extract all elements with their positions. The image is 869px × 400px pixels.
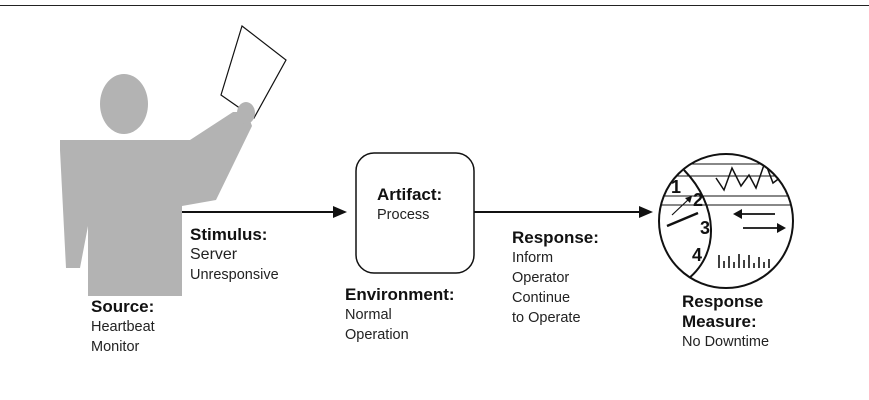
- artifact-label: Artifact: Process: [377, 185, 442, 225]
- top-rule: [0, 5, 869, 6]
- source-line-1: Heartbeat: [91, 319, 155, 335]
- stimulus-line-1: Server: [190, 246, 238, 263]
- response-measure-label: Response Measure: No Downtime: [682, 292, 769, 352]
- response-line-2: Operator: [512, 270, 570, 286]
- response-line-4: to Operate: [512, 310, 581, 326]
- stimulus-label: Stimulus: Server Unresponsive: [190, 225, 279, 285]
- response-measure-heading-2: Measure:: [682, 312, 757, 331]
- gauge-number-3: 3: [700, 218, 710, 238]
- response-arrow: [474, 206, 653, 218]
- person-icon: [60, 74, 252, 296]
- source-heading: Source:: [91, 297, 155, 316]
- response-label: Response: Inform Operator Continue to Op…: [512, 228, 599, 328]
- gauge-icon: 1 2 3 4: [658, 153, 794, 289]
- response-measure-heading-1: Response: [682, 292, 764, 311]
- response-line-3: Continue: [512, 290, 571, 306]
- response-line-1: Inform: [512, 250, 554, 266]
- response-measure-line-1: No Downtime: [682, 334, 770, 350]
- stimulus-heading: Stimulus:: [190, 225, 268, 244]
- stimulus-line-2: Unresponsive: [190, 267, 279, 283]
- source-label: Source: Heartbeat Monitor: [91, 297, 155, 357]
- gauge-number-2: 2: [693, 190, 703, 210]
- environment-line-1: Normal: [345, 307, 392, 323]
- source-line-2: Monitor: [91, 339, 140, 355]
- environment-label: Environment: Normal Operation: [345, 285, 455, 345]
- gauge-number-1: 1: [671, 177, 681, 197]
- environment-heading: Environment:: [345, 285, 455, 304]
- gauge-number-4: 4: [692, 245, 702, 265]
- hand-icon: [237, 102, 255, 124]
- stimulus-arrow: [182, 206, 347, 218]
- environment-line-2: Operation: [345, 327, 409, 343]
- artifact-line-1: Process: [377, 207, 430, 223]
- paper-icon: [220, 24, 287, 119]
- artifact-heading: Artifact:: [377, 185, 443, 204]
- response-heading: Response:: [512, 228, 599, 247]
